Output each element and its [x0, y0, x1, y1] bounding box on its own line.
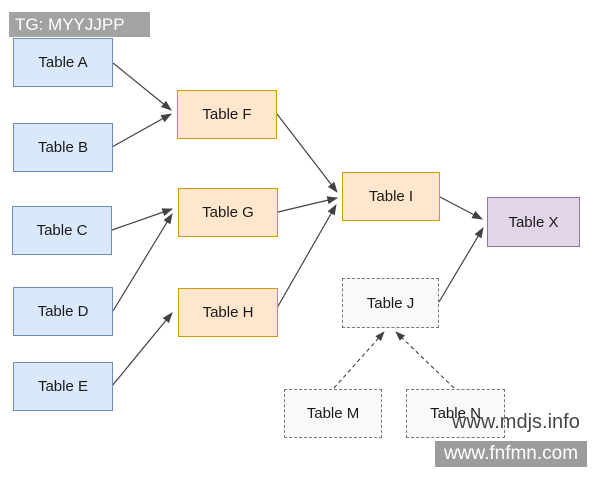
watermark-bar: www.fnfmn.com [435, 441, 587, 467]
node-label: Table A [38, 54, 88, 71]
node-label: Table C [36, 222, 88, 239]
node-table-a: Table A [13, 38, 113, 87]
node-table-h: Table H [178, 288, 278, 337]
node-table-i: Table I [342, 172, 440, 221]
node-label: Table E [37, 378, 89, 395]
edge-table-f-table-i [276, 113, 338, 193]
node-label: Table H [202, 304, 254, 321]
node-table-g: Table G [178, 188, 278, 237]
edge-table-h-table-i [276, 204, 337, 309]
edge-table-c-table-g [111, 208, 174, 231]
node-table-m: Table M [284, 389, 382, 438]
edge-table-m-table-j [333, 331, 385, 389]
node-table-n: Table N [406, 389, 505, 438]
tag-label: TG: MYYJJPP [9, 12, 150, 37]
edge-table-a-table-f [112, 62, 172, 111]
edge-table-j-table-x [438, 227, 484, 303]
node-table-c: Table C [12, 206, 112, 255]
node-label: Table J [366, 294, 415, 312]
node-label: Table N [430, 405, 481, 422]
edge-table-n-table-j [395, 331, 455, 389]
node-label: Table M [306, 405, 360, 422]
node-label: Table X [508, 213, 559, 231]
edge-table-g-table-i [277, 196, 339, 213]
edge-table-i-table-x [439, 196, 483, 220]
node-table-e: Table E [13, 362, 113, 411]
node-table-f: Table F [177, 90, 277, 139]
node-label: Table F [202, 106, 252, 123]
watermark-text: www.mdjs.info [452, 411, 580, 433]
edge-table-b-table-f [111, 113, 172, 148]
node-table-b: Table B [13, 123, 113, 172]
node-table-j: Table J [342, 278, 439, 328]
edge-table-d-table-g [112, 213, 173, 312]
node-label: Table B [37, 139, 89, 156]
node-table-x: Table X [487, 197, 580, 247]
node-table-d: Table D [13, 287, 113, 336]
node-label: Table D [37, 303, 89, 320]
edge-table-e-table-h [111, 312, 173, 387]
node-label: Table G [202, 204, 254, 221]
node-label: Table I [368, 188, 414, 205]
